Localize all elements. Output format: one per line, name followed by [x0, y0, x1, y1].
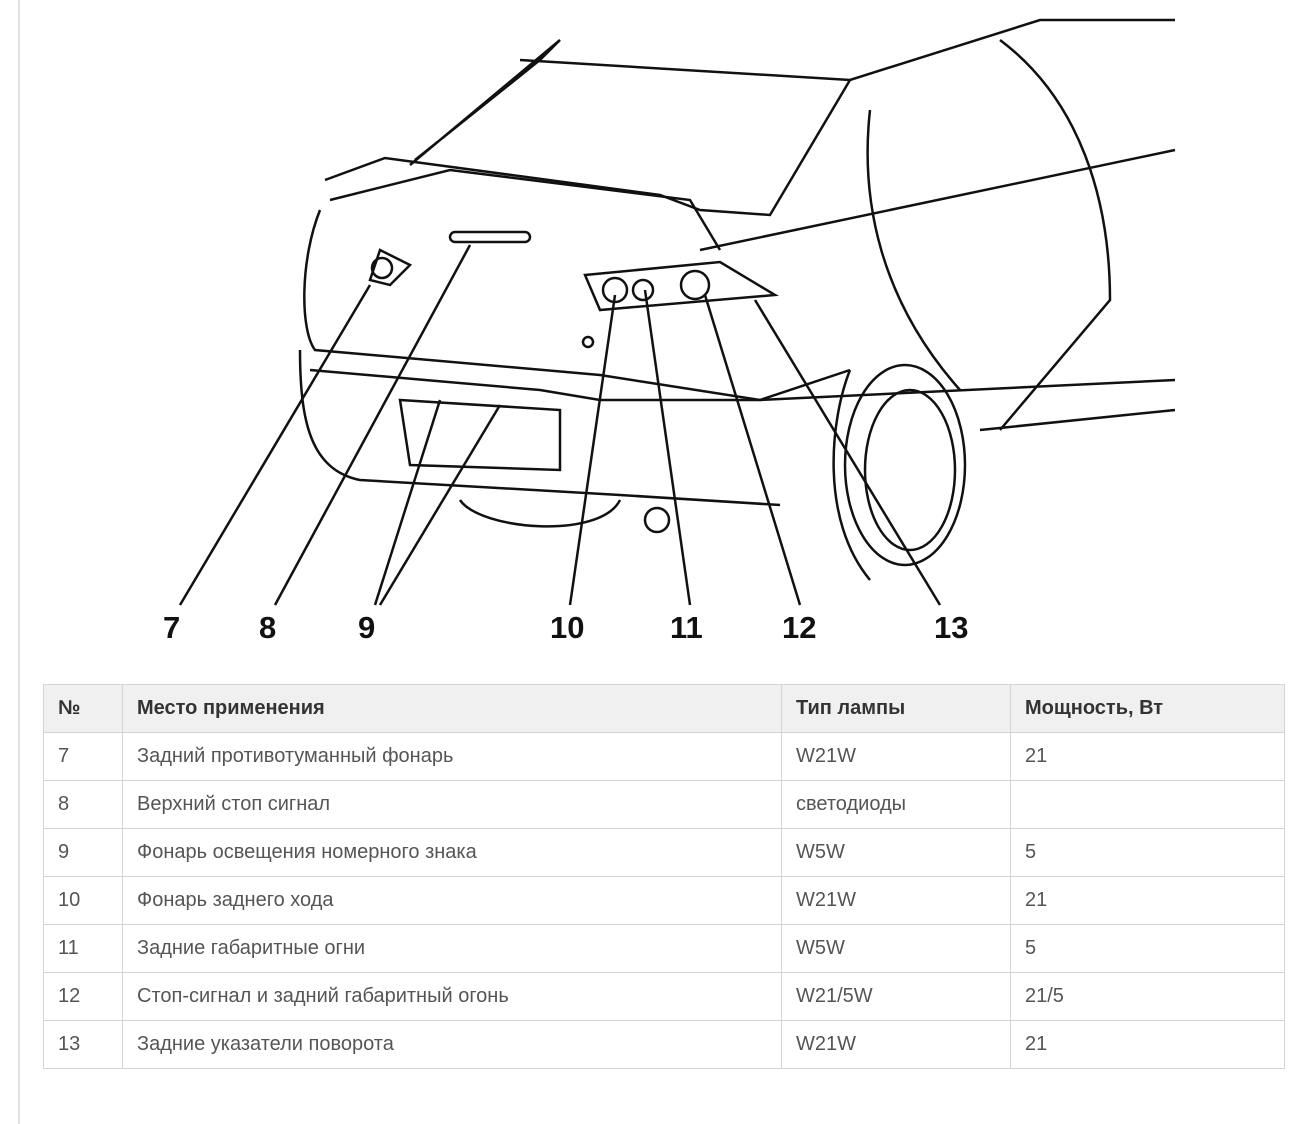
bulb-table: № Место применения Тип лампы Мощность, В…: [43, 684, 1285, 1069]
cell-power: 5: [1010, 828, 1285, 877]
car-rear-diagram: [178, 18, 1176, 606]
cell-number: 8: [43, 780, 123, 829]
cell-location: Фонарь заднего хода: [122, 876, 782, 925]
cell-number: 7: [43, 732, 123, 781]
cell-number: 11: [43, 924, 123, 973]
cell-power: 21/5: [1010, 972, 1285, 1021]
callout-11: 11: [670, 610, 703, 645]
header-location: Место применения: [122, 684, 782, 733]
callout-12: 12: [782, 610, 817, 645]
cell-location: Стоп-сигнал и задний габаритный огонь: [122, 972, 782, 1021]
cell-location: Верхний стоп сигнал: [122, 780, 782, 829]
callout-13: 13: [934, 610, 969, 645]
cell-number: 13: [43, 1020, 123, 1069]
cell-bulb-type: W5W: [781, 828, 1011, 877]
cell-number: 9: [43, 828, 123, 877]
callout-9: 9: [358, 610, 376, 645]
cell-bulb-type: W21W: [781, 732, 1011, 781]
callout-7: 7: [163, 610, 181, 645]
callout-8: 8: [259, 610, 277, 645]
table-header-row: № Место применения Тип лампы Мощность, В…: [43, 684, 1285, 733]
header-number: №: [43, 684, 123, 733]
cell-bulb-type: W21/5W: [781, 972, 1011, 1021]
header-power: Мощность, Вт: [1010, 684, 1285, 733]
cell-number: 12: [43, 972, 123, 1021]
cell-power: [1010, 780, 1285, 829]
cell-bulb-type: W21W: [781, 876, 1011, 925]
cell-bulb-type: светодиоды: [781, 780, 1011, 829]
cell-bulb-type: W21W: [781, 1020, 1011, 1069]
cell-bulb-type: W5W: [781, 924, 1011, 973]
cell-power: 21: [1010, 732, 1285, 781]
header-bulb-type: Тип лампы: [781, 684, 1011, 733]
cell-location: Задние габаритные огни: [122, 924, 782, 973]
cell-location: Задний противотуманный фонарь: [122, 732, 782, 781]
cell-power: 21: [1010, 876, 1285, 925]
cell-location: Фонарь освещения номерного знака: [122, 828, 782, 877]
callout-10: 10: [550, 610, 585, 645]
cell-power: 21: [1010, 1020, 1285, 1069]
cell-location: Задние указатели поворота: [122, 1020, 782, 1069]
page-left-border: [18, 0, 20, 1124]
cell-number: 10: [43, 876, 123, 925]
cell-power: 5: [1010, 924, 1285, 973]
